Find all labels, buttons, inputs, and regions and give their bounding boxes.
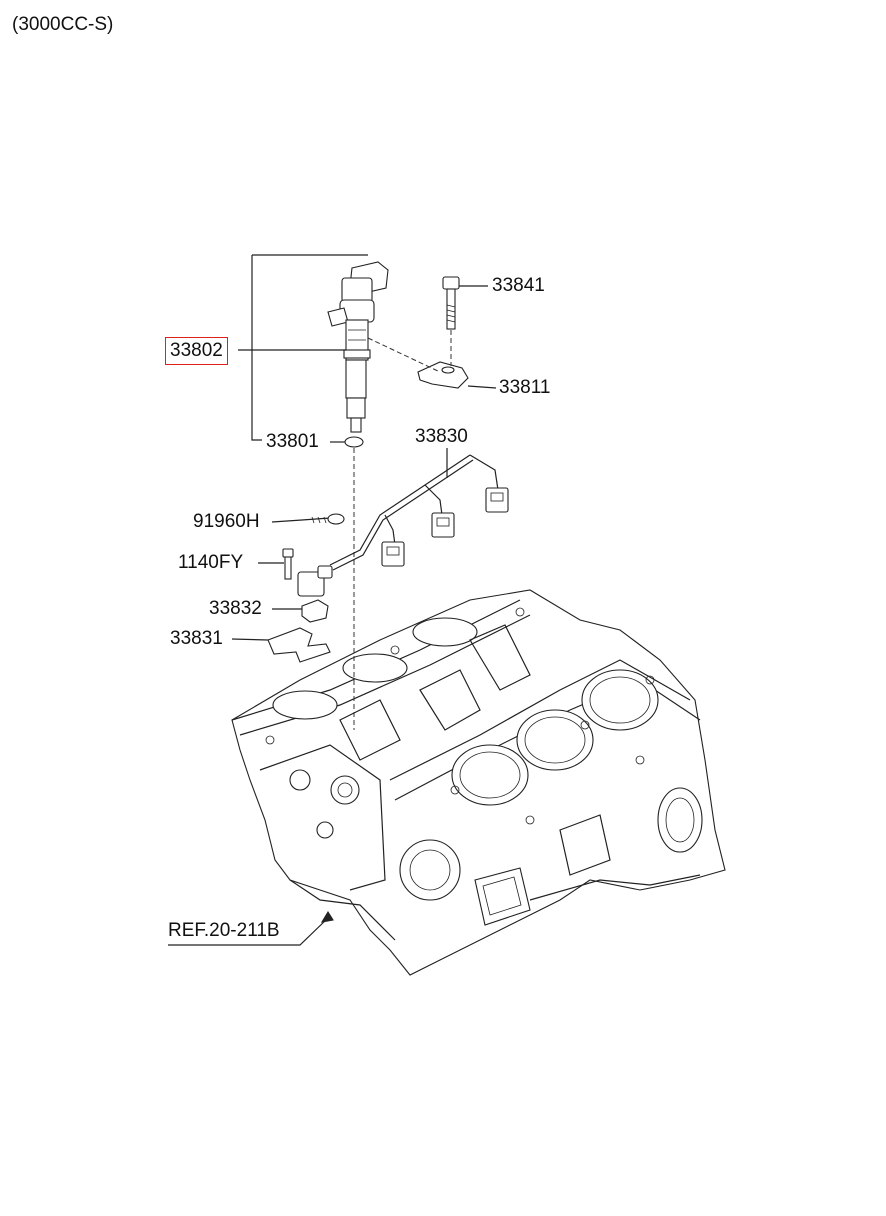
part-label-33801[interactable]: 33801 bbox=[266, 431, 319, 452]
bracket-33832 bbox=[301, 599, 329, 623]
part-label-91960h[interactable]: 91960H bbox=[193, 511, 260, 532]
part-label-33830[interactable]: 33830 bbox=[415, 426, 468, 447]
clamp-33811 bbox=[417, 361, 469, 389]
leader-lines bbox=[168, 254, 497, 946]
variant-title: (3000CC-S) bbox=[12, 14, 114, 35]
injector-assembly bbox=[327, 261, 389, 433]
dash-injector-to-clamp bbox=[367, 337, 441, 373]
bolt-33841 bbox=[442, 276, 460, 330]
part-label-33811[interactable]: 33811 bbox=[499, 377, 551, 398]
part-label-1140fy[interactable]: 1140FY bbox=[178, 552, 244, 573]
bolt-1140fy bbox=[282, 548, 294, 580]
part-label-33802[interactable]: 33802 bbox=[165, 337, 228, 365]
clip-91960h bbox=[301, 513, 345, 525]
part-label-33831[interactable]: 33831 bbox=[170, 628, 223, 649]
part-label-33832[interactable]: 33832 bbox=[209, 598, 262, 619]
part-label-33841[interactable]: 33841 bbox=[492, 275, 545, 296]
engine-block bbox=[231, 589, 726, 976]
wiring-harness-33830 bbox=[297, 454, 509, 597]
o-ring-33801 bbox=[344, 436, 364, 448]
reference-label[interactable]: REF.20-211B bbox=[168, 920, 280, 941]
bracket-33831 bbox=[267, 627, 331, 663]
